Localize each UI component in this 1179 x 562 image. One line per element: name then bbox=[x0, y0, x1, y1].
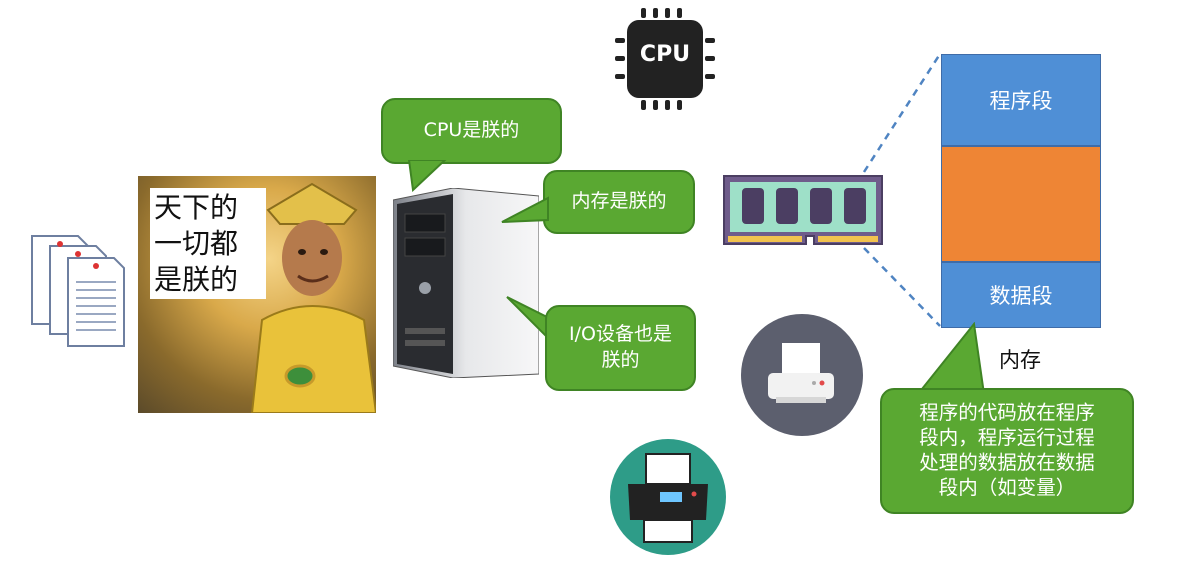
bubble-cpu: CPU是朕的 bbox=[381, 98, 562, 164]
explanation-bubble-tail bbox=[915, 322, 986, 395]
bubble-cpu-text: CPU是朕的 bbox=[423, 119, 520, 142]
inkjet-printer-icon bbox=[610, 439, 726, 555]
cpu-chip-label: CPU bbox=[639, 42, 691, 67]
meme-caption-line: 是朕的 bbox=[154, 262, 239, 296]
bubble-memory-tail bbox=[501, 196, 549, 223]
memory-caption: 内存 bbox=[999, 348, 1041, 372]
data-segment: 数据段 bbox=[941, 262, 1101, 328]
program-segment-label: 程序段 bbox=[989, 89, 1053, 113]
printer-icon bbox=[741, 314, 863, 436]
meme-caption-line: 天下的 bbox=[154, 191, 239, 224]
emperor-figure-icon bbox=[250, 182, 376, 413]
bubble-memory-text: 内存是朕的 bbox=[571, 190, 667, 213]
meme-caption: 天下的 一切都 是朕的 bbox=[150, 188, 266, 300]
dashed-connector-lines bbox=[862, 53, 942, 327]
server-tower-icon bbox=[393, 188, 539, 378]
explanation-bubble: 程序的代码放在程序 段内，程序运行过程 处理的数据放在数据 段内（如变量） bbox=[880, 388, 1134, 514]
data-segment-label: 数据段 bbox=[989, 284, 1053, 308]
bubble-cpu-tail bbox=[407, 160, 447, 192]
meme-caption-line: 一切都 bbox=[154, 226, 239, 260]
explanation-line: 段内（如变量） bbox=[938, 475, 1076, 499]
documents-icon bbox=[31, 235, 125, 347]
program-segment: 程序段 bbox=[941, 54, 1101, 146]
emperor-meme-image: 天下的 一切都 是朕的 bbox=[138, 176, 376, 413]
ram-stick-icon bbox=[723, 175, 883, 245]
bubble-io: I/O设备也是 朕的 bbox=[545, 305, 696, 391]
cpu-chip-icon: CPU bbox=[615, 8, 715, 110]
explanation-line: 处理的数据放在数据 bbox=[919, 451, 1095, 474]
explanation-line: 程序的代码放在程序 bbox=[919, 401, 1095, 425]
explanation-line: 段内，程序运行过程 bbox=[919, 426, 1095, 450]
bubble-io-text-line: I/O设备也是 bbox=[569, 323, 672, 346]
middle-segment bbox=[941, 146, 1101, 262]
bubble-io-text-line: 朕的 bbox=[601, 349, 640, 371]
bubble-memory: 内存是朕的 bbox=[543, 170, 695, 234]
